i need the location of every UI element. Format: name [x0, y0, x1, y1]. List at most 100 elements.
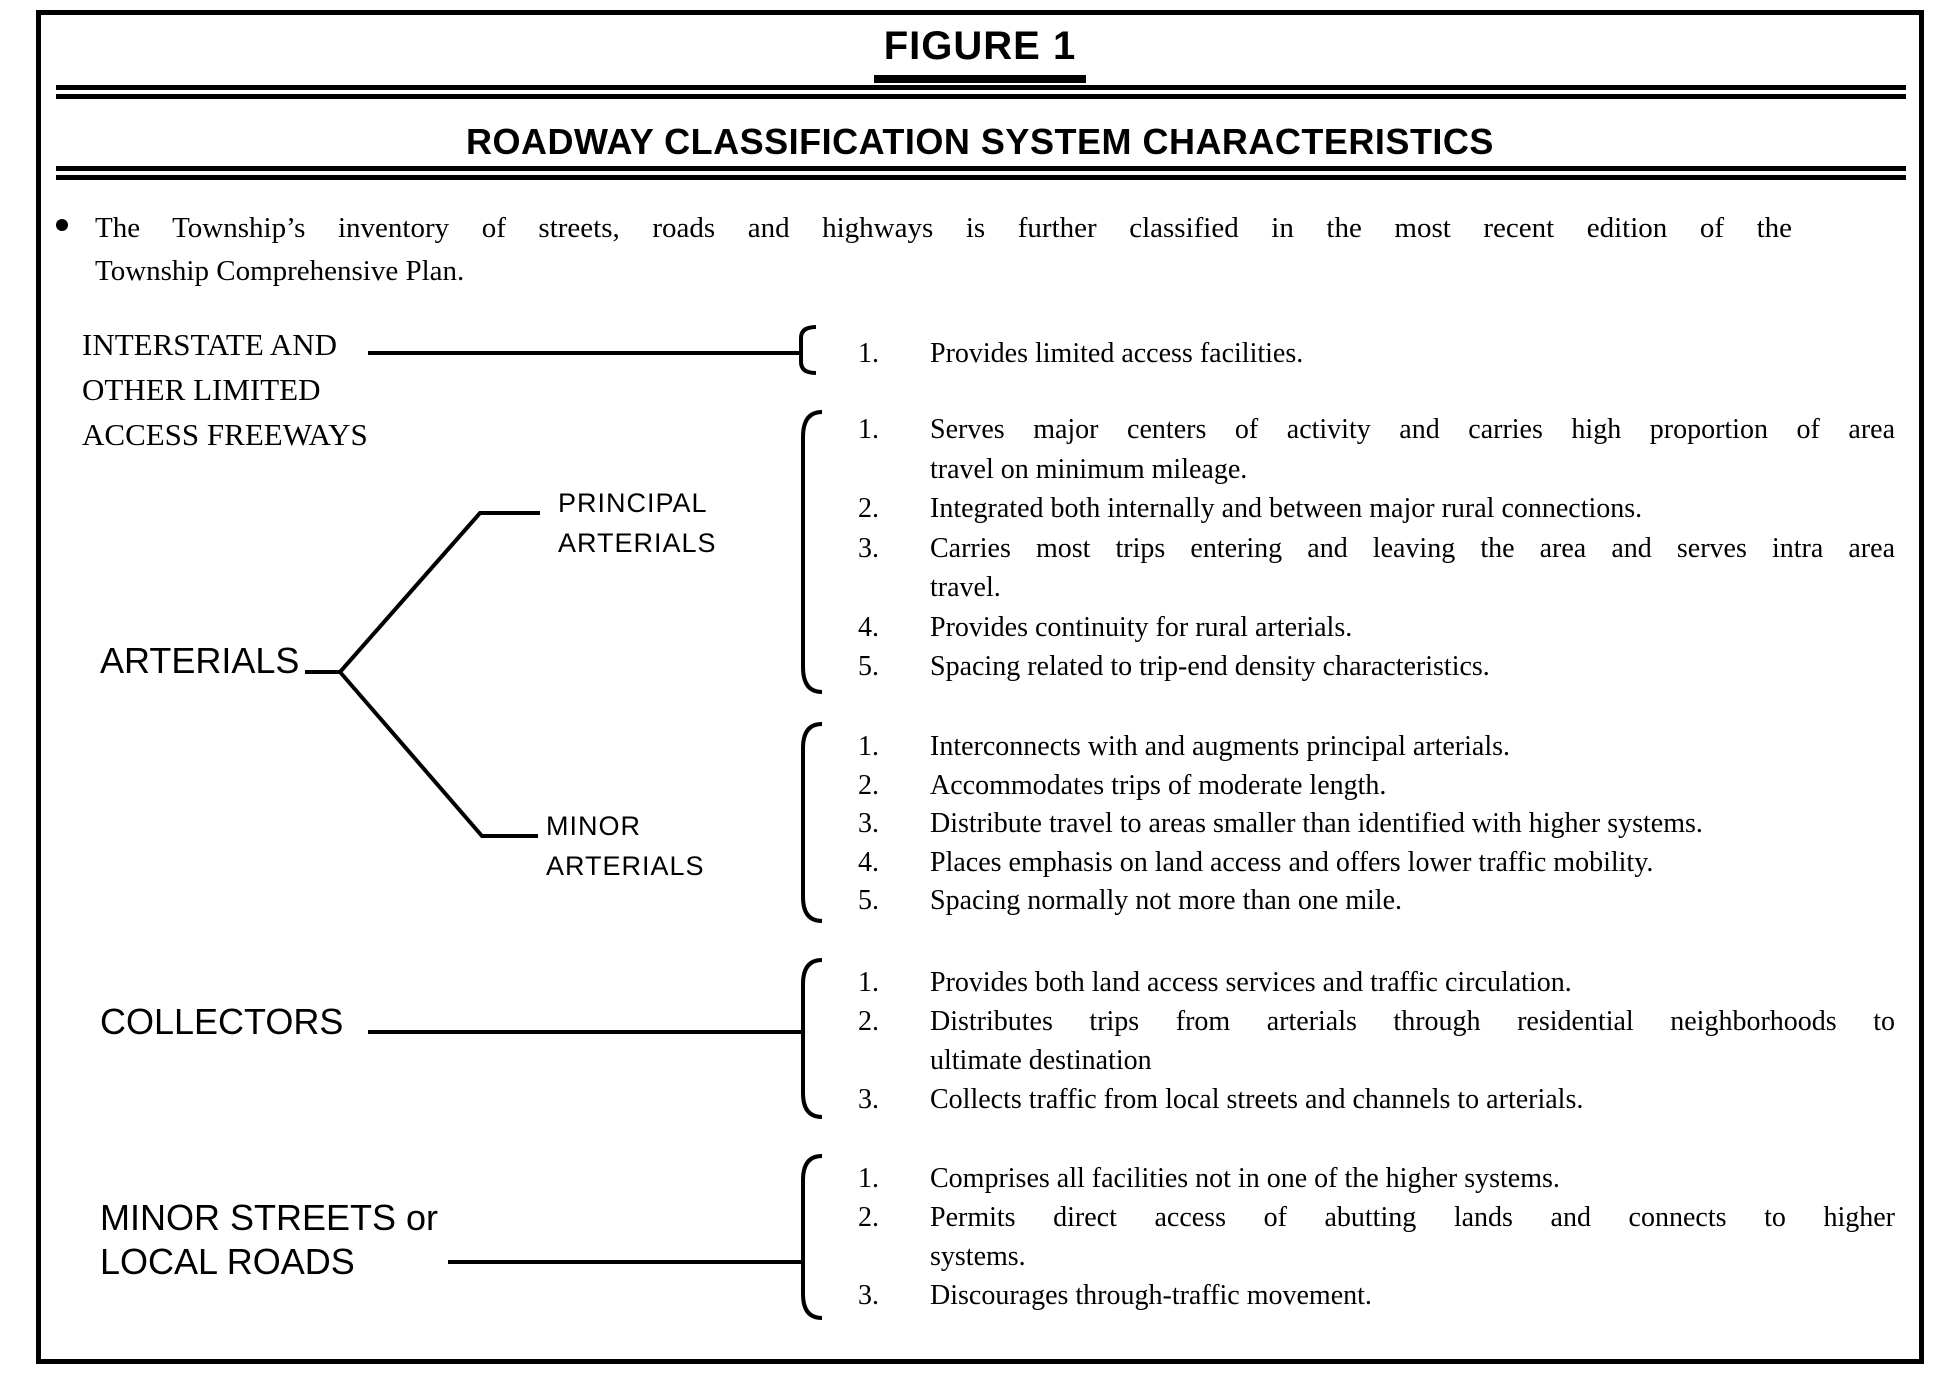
item-text: Integrated both internally and between m…	[930, 489, 1895, 529]
item-text: Interconnects with and augments principa…	[930, 728, 1895, 767]
item-text: Distributes trips from arterials through…	[930, 1002, 1895, 1080]
bracket-principal-arterials	[801, 410, 823, 694]
item-line: ultimate destination	[930, 1045, 1152, 1076]
item-text: Places emphasis on land access and offer…	[930, 844, 1895, 883]
item-text: Spacing related to trip-end density char…	[930, 647, 1895, 687]
item-number: 1.	[858, 967, 879, 998]
branch-line-minor	[338, 670, 538, 838]
item-line: Serves major centers of activity and car…	[930, 414, 1895, 445]
item-number: 1.	[858, 1163, 879, 1194]
label-line: ARTERIALS	[546, 851, 705, 881]
item-line: Comprises all facilities not in one of t…	[930, 1163, 1560, 1194]
item-number: 4.	[858, 846, 879, 878]
item-line: Spacing normally not more than one mile.	[930, 885, 1403, 916]
bullet-marker-icon	[56, 219, 68, 231]
item-line: Carries most trips entering and leaving …	[930, 532, 1895, 564]
item-line: travel on minimum mileage.	[930, 453, 1248, 485]
list-item: 2.Distributes trips from arterials throu…	[858, 1002, 1895, 1080]
list-item: 2. Integrated both internally and between…	[858, 489, 1895, 529]
list-collectors-characteristics: 1. Provides both land access services and…	[858, 963, 1895, 1119]
bracket-minor-streets	[801, 1154, 823, 1320]
label-line: MINOR STREETS or	[100, 1197, 439, 1238]
list-item: 1. Provides limited access facilities.	[858, 334, 1895, 373]
item-number: 3.	[858, 532, 879, 564]
item-line: Permits direct access of abutting lands …	[930, 1202, 1895, 1233]
label-minor-arterials: MINOR ARTERIALS	[546, 806, 705, 886]
item-line: Provides limited access facilities.	[930, 338, 1304, 369]
list-item: 1. Serves major centers of activity and c…	[858, 410, 1895, 489]
item-line: Integrated both internally and between m…	[930, 493, 1643, 524]
item-number: 5.	[858, 885, 879, 916]
list-item: 4. Provides continuity for rural arterial…	[858, 608, 1895, 648]
branch-line-principal	[338, 511, 540, 674]
label-line: MINOR	[546, 811, 641, 841]
double-rule-bottom	[56, 166, 1906, 180]
label-line: ACCESS FREEWAYS	[82, 417, 368, 452]
item-line: Accommodates trips of moderate length.	[930, 769, 1387, 801]
item-number: 2.	[858, 493, 879, 524]
intro-line: The Township’s inventory of streets, roa…	[95, 212, 1792, 244]
item-text: Comprises all facilities not in one of t…	[930, 1159, 1895, 1198]
item-line: travel.	[930, 572, 1001, 603]
item-line: Collects traffic from local streets and …	[930, 1084, 1584, 1115]
list-item: 5. Spacing related to trip-end density ch…	[858, 647, 1895, 687]
double-rule-top	[56, 85, 1906, 99]
item-text: Discourages through-traffic movement.	[930, 1276, 1895, 1315]
list-item: 1. Comprises all facilities not in one of…	[858, 1159, 1895, 1198]
list-item: 4. Places emphasis on land access and off…	[858, 844, 1895, 883]
list-interstate-characteristics: 1. Provides limited access facilities.	[858, 334, 1895, 373]
item-text: Carries most trips entering and leaving …	[930, 529, 1895, 608]
item-line: systems.	[930, 1241, 1026, 1272]
bracket-minor-arterials	[801, 722, 823, 923]
list-item: 1.Interconnects with and augments princi…	[858, 728, 1895, 767]
item-text: Permits direct access of abutting lands …	[930, 1198, 1895, 1276]
label-collectors: COLLECTORS	[100, 1004, 343, 1040]
item-number: 4.	[858, 611, 879, 643]
item-text: Spacing normally not more than one mile.	[930, 882, 1895, 921]
item-number: 5.	[858, 651, 879, 682]
item-line: Distributes trips from arterials through…	[930, 1006, 1895, 1037]
list-item: 1. Provides both land access services and…	[858, 963, 1895, 1002]
label-line: PRINCIPAL	[558, 488, 708, 518]
list-principal-arterials-characteristics: 1. Serves major centers of activity and c…	[858, 410, 1895, 687]
list-minor-streets-characteristics: 1. Comprises all facilities not in one of…	[858, 1159, 1895, 1315]
label-line: COLLECTORS	[100, 1001, 344, 1042]
intro-line: Township Comprehensive Plan.	[95, 255, 465, 287]
item-number: 3.	[858, 1084, 879, 1115]
bracket-collectors	[801, 958, 823, 1119]
item-number: 1.	[858, 414, 879, 445]
label-interstate-freeways: INTERSTATE AND OTHER LIMITED ACCESS FREEWA…	[82, 322, 368, 457]
figure-heading: ROADWAY CLASSIFICATION SYSTEM CHARACTERI…	[466, 121, 1494, 162]
list-item: 3.Discourages through-traffic movement.	[858, 1276, 1895, 1315]
list-item: 2. Accommodates trips of moderate length.	[858, 767, 1895, 806]
list-minor-arterials-characteristics: 1.Interconnects with and augments princi…	[858, 728, 1895, 921]
item-line: Provides continuity for rural arterials.	[930, 611, 1353, 643]
item-number: 2.	[858, 769, 879, 801]
list-item: 3. Distribute travel to areas smaller tha…	[858, 805, 1895, 844]
figure-title-row: FIGURE 1	[0, 24, 1960, 83]
bracket-interstate	[799, 325, 817, 375]
list-item: 2.Permits direct access of abutting land…	[858, 1198, 1895, 1276]
item-line: Discourages through-traffic movement.	[930, 1280, 1372, 1311]
list-item: 3. Collects traffic from local streets an…	[858, 1080, 1895, 1119]
item-number: 1.	[858, 338, 879, 369]
list-item: 3. Carries most trips entering and leavin…	[858, 529, 1895, 608]
figure-border-frame	[36, 10, 1924, 1364]
item-text: Provides continuity for rural arterials.	[930, 608, 1895, 648]
item-number: 3.	[858, 808, 879, 839]
item-text: Provides both land access services and t…	[930, 963, 1895, 1002]
label-line: INTERSTATE AND	[82, 327, 337, 362]
item-text: Distribute travel to areas smaller than …	[930, 805, 1895, 844]
item-text: Provides limited access facilities.	[930, 334, 1895, 373]
item-line: Interconnects with and augments principa…	[930, 731, 1511, 762]
item-line: Spacing related to trip-end density char…	[930, 651, 1490, 682]
list-item: 5. Spacing normally not more than one mil…	[858, 882, 1895, 921]
item-text: Serves major centers of activity and car…	[930, 410, 1895, 489]
label-line: OTHER LIMITED	[82, 372, 321, 407]
item-text: Collects traffic from local streets and …	[930, 1080, 1895, 1119]
item-line: Provides both land access services and t…	[930, 967, 1572, 998]
